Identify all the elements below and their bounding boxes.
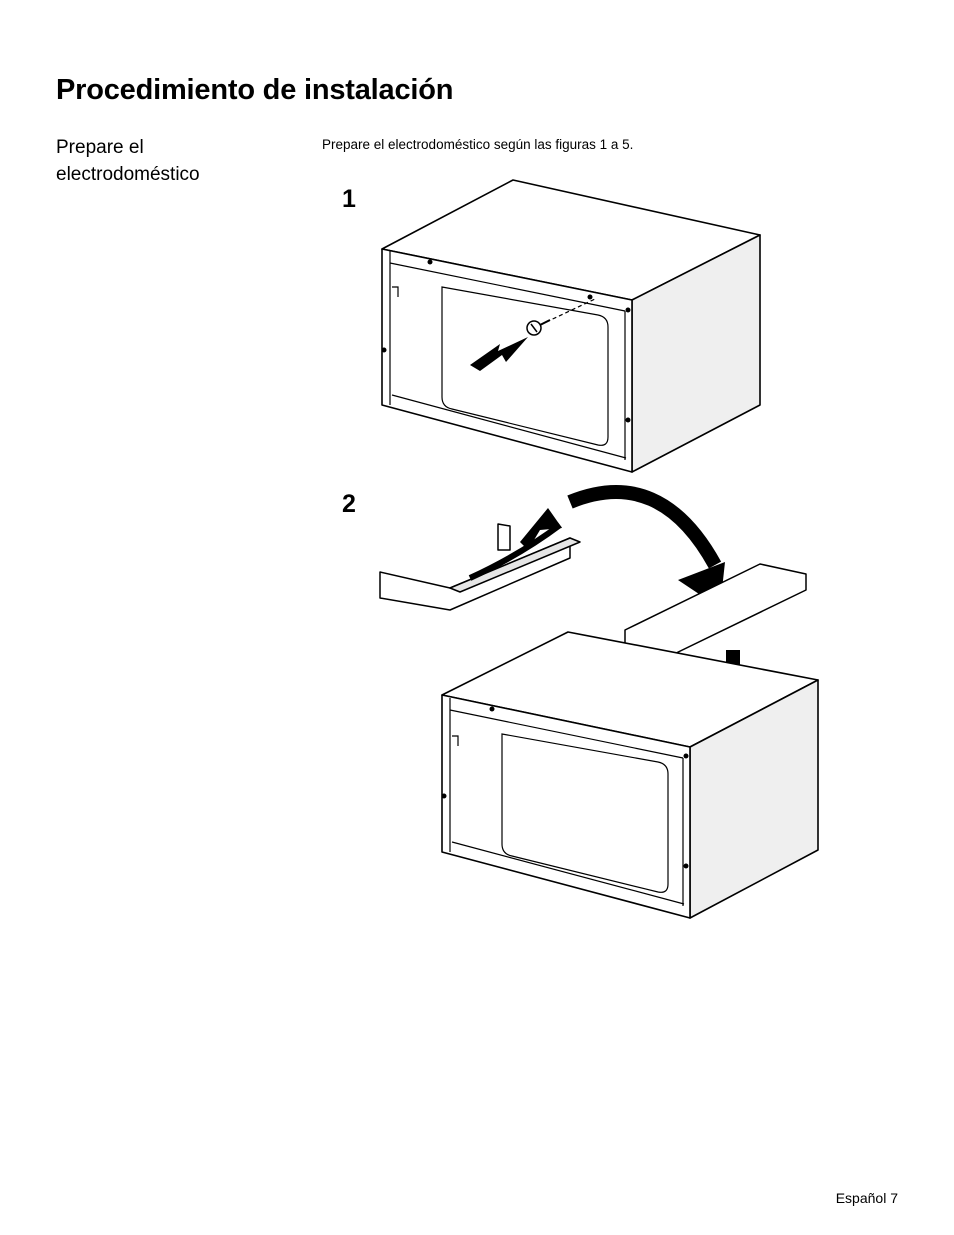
curved-small-arrow-icon <box>520 508 562 550</box>
appliance-front-face <box>441 694 691 919</box>
section-heading: Prepare el electrodoméstico <box>56 134 286 188</box>
tape-strip <box>468 522 562 581</box>
section-heading-line-2: electrodoméstico <box>56 164 200 185</box>
mounting-bracket-loose <box>379 523 581 611</box>
door-panel <box>501 733 669 893</box>
figure-1-illustration <box>381 179 761 473</box>
figure-2-illustration <box>379 485 819 919</box>
page-title: Procedimiento de instalación <box>56 74 454 106</box>
screw-icon <box>526 319 551 336</box>
door-panel <box>441 286 609 446</box>
section-heading-line-1: Prepare el <box>56 137 144 158</box>
curved-arrow-icon <box>567 485 722 569</box>
intro-text: Prepare el electrodoméstico según las fi… <box>322 137 634 152</box>
page-number: Español 7 <box>835 1190 898 1206</box>
figure-2-number: 2 <box>342 490 356 518</box>
arrow-icon <box>470 337 528 371</box>
figure-1-number: 1 <box>342 185 356 213</box>
